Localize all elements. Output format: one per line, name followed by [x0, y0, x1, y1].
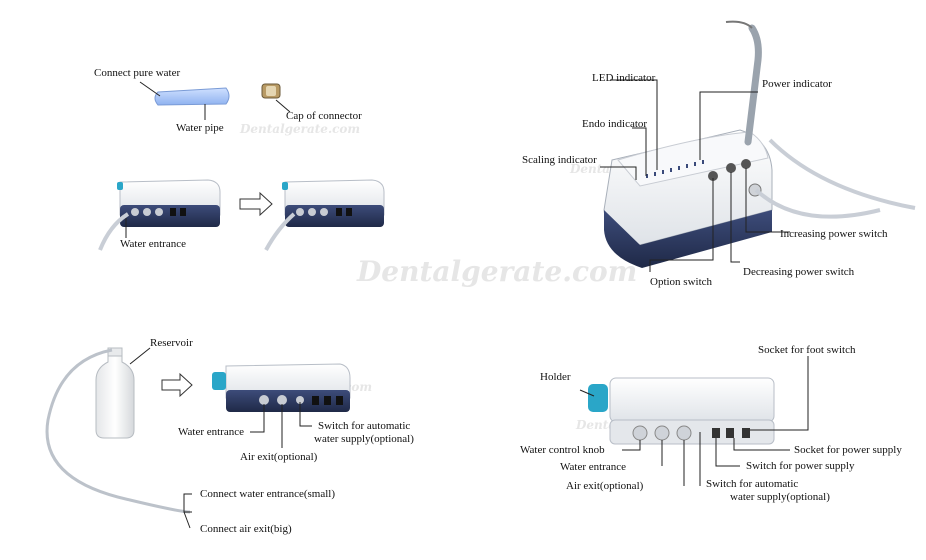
label-water-entrance-p4: Water entrance: [560, 461, 626, 473]
tube: [45, 348, 191, 514]
watermark-center: Dentalgerate.com: [357, 255, 638, 288]
device-left-small-1: [98, 179, 221, 251]
label-socket-power-supply: Socket for power supply: [794, 444, 902, 456]
label-switch-automatic-p4-line1: Switch for automatic: [706, 478, 799, 490]
label-increasing-power-switch: Increasing power switch: [780, 228, 888, 240]
label-air-exit-p3: Air exit(optional): [240, 451, 318, 463]
device-left-small-2: [264, 179, 385, 251]
arrow-icon: [239, 191, 273, 217]
watermark-small-1: Dentalgerate.com: [240, 122, 361, 136]
label-cap-of-connector: Cap of connector: [286, 110, 362, 122]
label-led-indicator: LED indicator: [592, 72, 656, 84]
leader-lines-panel4: [579, 356, 809, 486]
label-switch-automatic-p4-line2: water supply(optional): [730, 491, 830, 503]
device-left-small-3: [212, 363, 351, 412]
label-power-indicator: Power indicator: [762, 78, 832, 90]
label-scaling-indicator: Scaling indicator: [522, 154, 597, 166]
leader-lines-panel3: [183, 402, 312, 529]
label-switch-automatic-p3-line1: Switch for automatic: [318, 420, 411, 432]
label-water-entrance-p1: Water entrance: [120, 238, 186, 250]
label-socket-foot-switch: Socket for foot switch: [758, 344, 856, 356]
arrow-icon-2: [161, 372, 193, 398]
label-switch-automatic-p3-line2: water supply(optional): [314, 433, 414, 445]
label-switch-power-supply: Switch for power supply: [746, 460, 855, 472]
label-connect-water-entrance: Connect water entrance(small): [200, 488, 335, 500]
label-connect-pure-water: Connect pure water: [94, 67, 181, 79]
label-reservoir: Reservoir: [150, 337, 193, 349]
connector-cap: [261, 83, 281, 99]
label-water-control-knob: Water control knob: [520, 444, 605, 456]
label-water-pipe: Water pipe: [176, 122, 224, 134]
label-endo-indicator: Endo indicator: [582, 118, 648, 130]
leader-lines-panel2: [600, 79, 790, 272]
label-air-exit-p4: Air exit(optional): [566, 480, 644, 492]
label-holder: Holder: [540, 371, 571, 383]
label-connect-air-exit: Connect air exit(big): [200, 523, 292, 535]
label-water-entrance-p3: Water entrance: [178, 426, 244, 438]
water-pipe: [154, 87, 230, 106]
reservoir-bottle: [95, 347, 135, 439]
label-decreasing-power-switch: Decreasing power switch: [743, 266, 855, 278]
label-option-switch: Option switch: [650, 276, 713, 288]
main-device-3d: [603, 20, 916, 268]
device-front-view: [588, 377, 775, 445]
